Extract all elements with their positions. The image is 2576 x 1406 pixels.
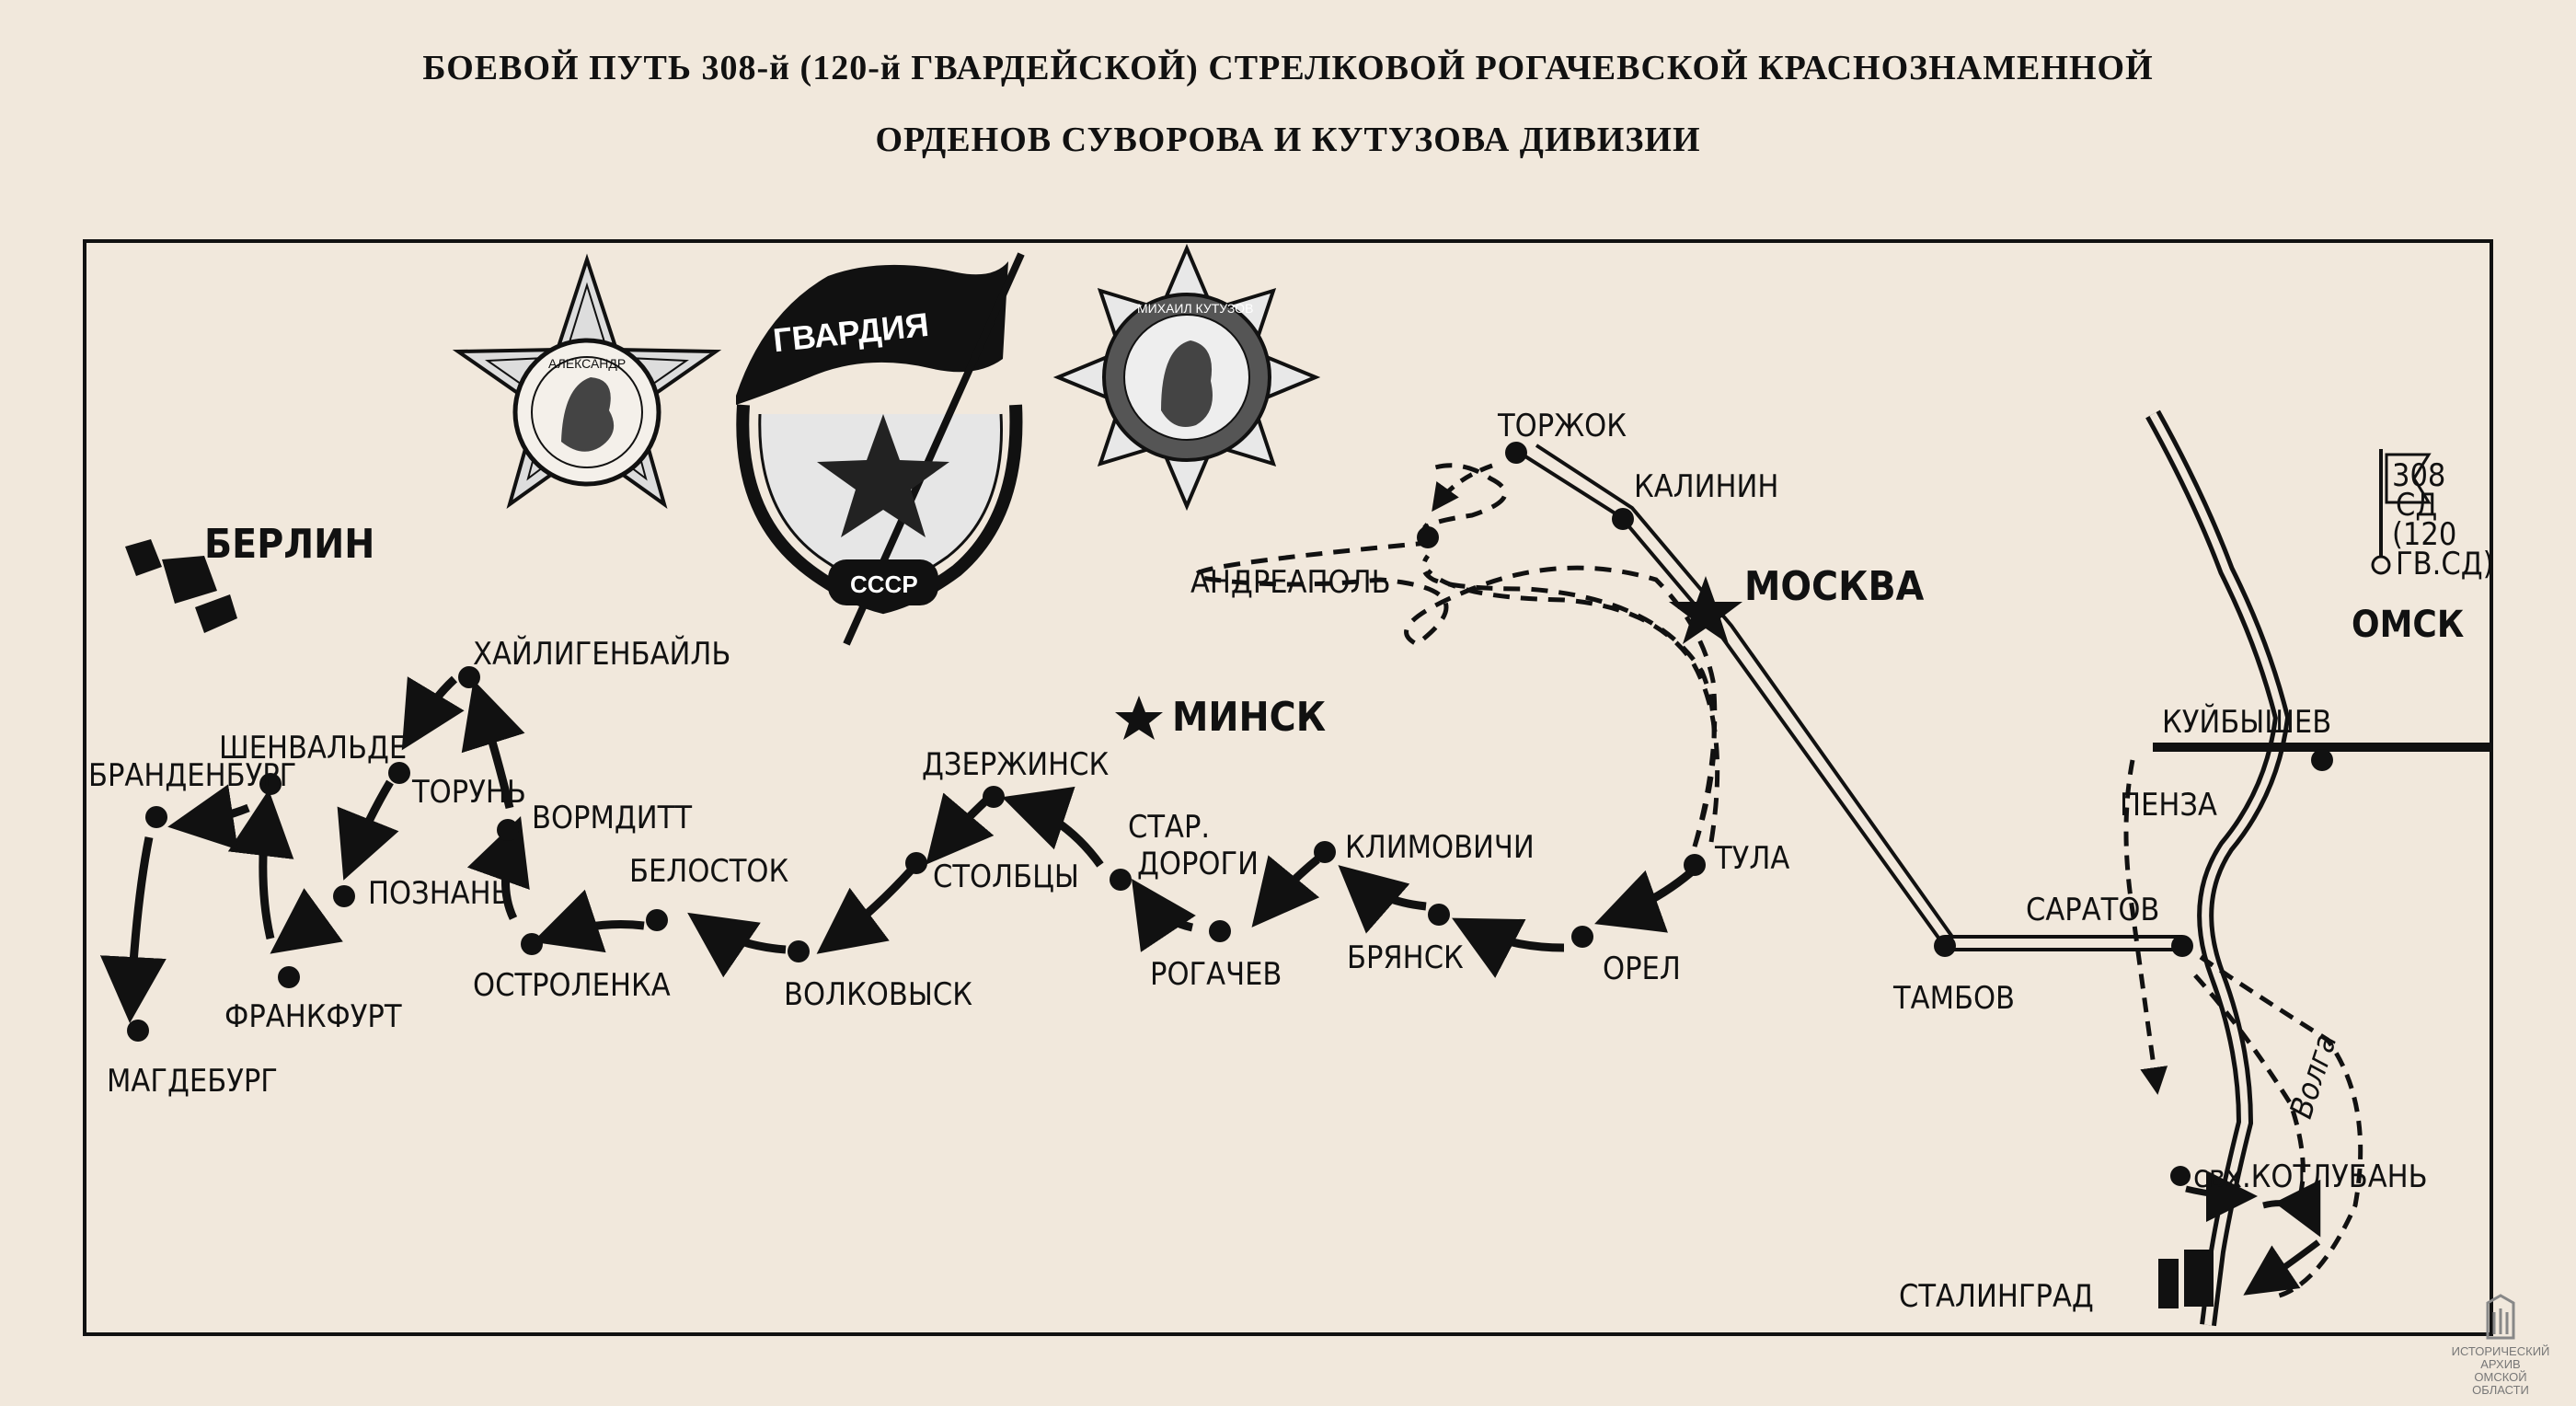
- label-star-dorogi-1: СТАР.: [1128, 809, 1210, 846]
- flag-label-3: (120: [2392, 516, 2456, 553]
- flag-label-1: 308: [2392, 457, 2445, 494]
- label-tambov: ТАМБОВ: [1892, 980, 2015, 1017]
- division-flag-icon: [2371, 449, 2432, 575]
- label-andreapol: АНДРЕАПОЛЬ: [1190, 564, 1391, 601]
- label-rogachev: РОГАЧЕВ: [1150, 956, 1282, 993]
- watermark-line2: АРХИВ: [2480, 1357, 2521, 1371]
- flag-label-2: СД: [2396, 487, 2437, 524]
- dashed-route-andreapol: [1426, 569, 1720, 843]
- watermark-line1: ИСТОРИЧЕСКИЙ: [2451, 1344, 2550, 1358]
- label-orel: ОРЕЛ: [1603, 951, 1681, 987]
- label-minsk: МИНСК: [1172, 694, 1326, 741]
- label-frankfurt: ФРАНКФУРТ: [224, 998, 402, 1035]
- flag-label-4: ГВ.СД): [2396, 546, 2494, 582]
- dashed-route-moscow: [1420, 463, 1717, 847]
- archive-logo-icon: [2486, 1294, 2515, 1340]
- label-brandenburg: БРАНДЕНБУРГ: [88, 757, 296, 794]
- label-dzerzhinsk: ДЗЕРЖИНСК: [922, 746, 1109, 783]
- label-belostok: БЕЛОСТОК: [629, 853, 789, 890]
- label-omsk: ОМСК: [2352, 604, 2464, 646]
- label-berlin: БЕРЛИН: [204, 521, 374, 568]
- label-vormditt: ВОРМДИТТ: [532, 800, 692, 836]
- label-kalinin: КАЛИНИН: [1634, 468, 1778, 505]
- route-arrows: [99, 675, 1694, 1023]
- order-of-kutuzov-icon: МИХАИЛ КУТУЗОВ: [1052, 243, 1321, 512]
- route-torzhok-andreapol: [1432, 463, 1493, 513]
- label-torun: ТОРУНЬ: [411, 774, 526, 811]
- label-stalingrad: СТАЛИНГРАД: [1899, 1278, 2094, 1315]
- watermark-line3: ОМСКОЙ ОБЛАСТИ: [2472, 1370, 2529, 1397]
- moscow-star-icon: [1669, 576, 1742, 644]
- svg-text:АЛЕКСАНДР: АЛЕКСАНДР: [548, 356, 626, 371]
- map-frame: [83, 239, 2493, 1336]
- guards-badge-icon: ГВАРДИЯ СССР: [736, 252, 1025, 646]
- svg-text:СССР: СССР: [850, 570, 918, 598]
- map-title-line2: ОРДЕНОВ СУВОРОВА И КУТУЗОВА ДИВИЗИИ: [875, 121, 1701, 159]
- label-star-dorogi-2: ДОРОГИ: [1137, 846, 1259, 882]
- city-labels: БЕРЛИН МАГДЕБУРГ БРАНДЕНБУРГ ШЕНВАЛЬДЕ Ф…: [88, 408, 2464, 1315]
- label-stolbtsy: СТОЛБЦЫ: [933, 859, 1079, 895]
- label-volkovysk: ВОЛКОВЫСК: [784, 976, 972, 1013]
- stalingrad-icon: [2158, 1250, 2214, 1308]
- map-title-line1: БОЕВОЙ ПУТЬ 308-й (120-й ГВАРДЕЙСКОЙ) СТ…: [422, 49, 2154, 87]
- label-ostrolenka: ОСТРОЛЕНКА: [473, 967, 671, 1004]
- label-moskva: МОСКВА: [1744, 563, 1925, 610]
- label-kotluban: свх.КОТЛУБАНЬ: [2193, 1158, 2428, 1195]
- archive-watermark: ИСТОРИЧЕСКИЙ АРХИВ ОМСКОЙ ОБЛАСТИ: [2445, 1294, 2556, 1397]
- dashed-route-south: [2123, 759, 2363, 1300]
- label-bryansk: БРЯНСК: [1347, 939, 1464, 976]
- railway-lines: [1524, 444, 2182, 951]
- city-markers: [127, 442, 2333, 1186]
- dashed-route-north: [1193, 523, 1718, 847]
- label-torzhok: ТОРЖОК: [1497, 408, 1627, 444]
- svg-text:МИХАИЛ КУТУЗОВ: МИХАИЛ КУТУЗОВ: [1137, 301, 1253, 316]
- minsk-star-icon: [1115, 696, 1163, 740]
- order-of-suvorov-icon: АЛЕКСАНДР: [452, 253, 722, 509]
- label-penza: ПЕНЗА: [2120, 787, 2217, 824]
- label-klimovichi: КЛИМОВИЧИ: [1345, 829, 1535, 866]
- label-magdeburg: МАГДЕБУРГ: [107, 1063, 278, 1100]
- label-tula: ТУЛА: [1714, 840, 1789, 877]
- volga-label: Волга: [2283, 1030, 2344, 1124]
- label-kuibyshev: КУЙБЫШЕВ: [2162, 703, 2331, 741]
- label-shenvalde: ШЕНВАЛЬДЕ: [219, 730, 407, 766]
- label-saratov: САРАТОВ: [2026, 892, 2159, 928]
- berlin-icon: [125, 539, 237, 633]
- label-hailigenbail: ХАЙЛИГЕНБАЙЛЬ: [473, 635, 730, 673]
- route-arrows-stalingrad: [2185, 1170, 2321, 1296]
- label-poznan: ПОЗНАНЬ: [368, 875, 511, 912]
